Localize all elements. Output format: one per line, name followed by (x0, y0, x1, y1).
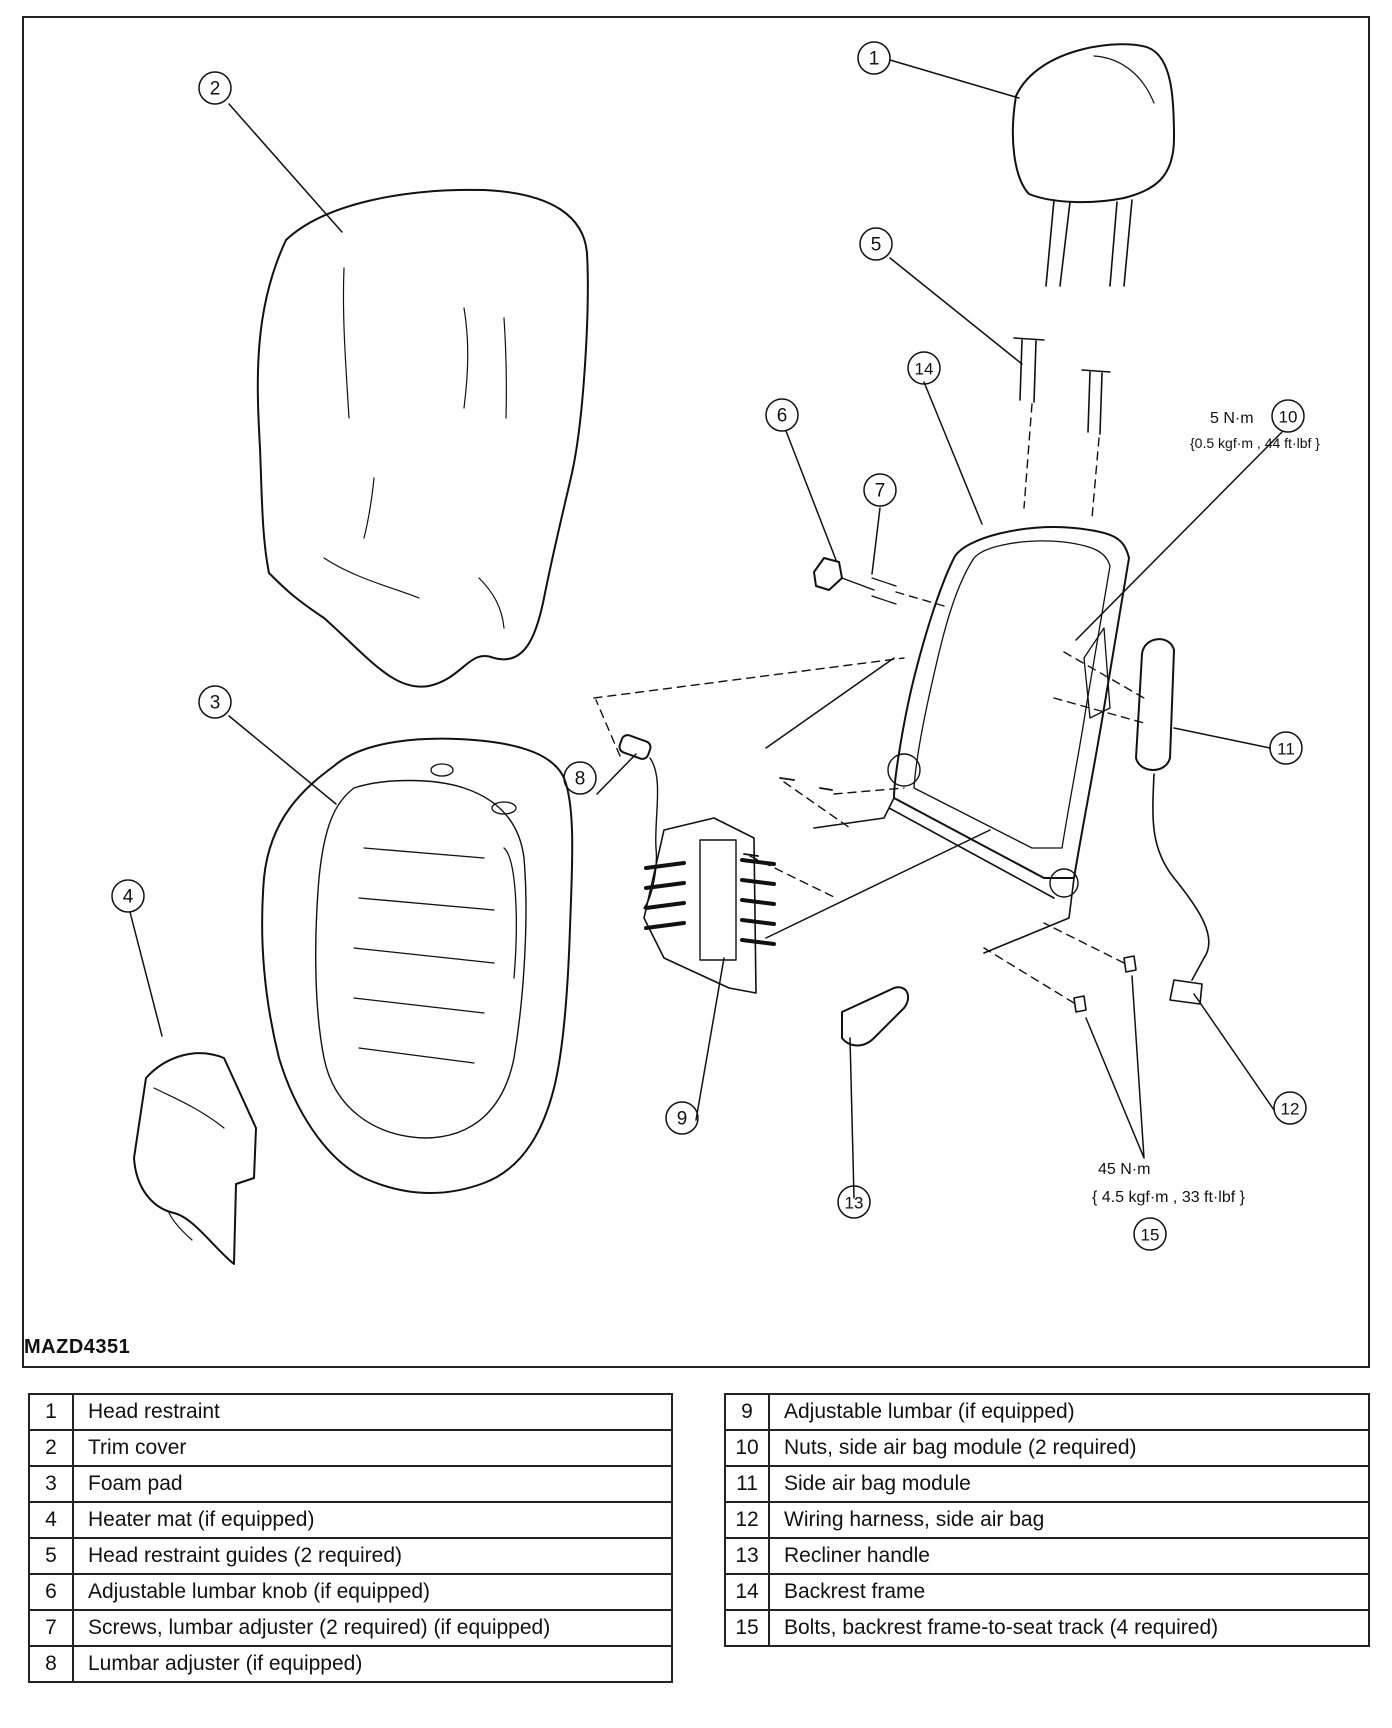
torque-15-line1: 45 N·m (1098, 1161, 1150, 1178)
callout-6: 6 (765, 398, 799, 432)
svg-text:12: 12 (1281, 1100, 1300, 1119)
legend-num: 6 (28, 1573, 74, 1611)
svg-text:3: 3 (210, 693, 221, 714)
callout-8: 8 (563, 761, 597, 795)
leader-lines (129, 59, 1283, 1199)
callout-2: 2 (198, 71, 232, 105)
svg-text:2: 2 (210, 79, 221, 100)
legend-num: 7 (28, 1609, 74, 1647)
legend-num: 5 (28, 1537, 74, 1575)
legend-num: 10 (724, 1429, 770, 1467)
legend-num: 14 (724, 1573, 770, 1611)
callout-4: 4 (111, 879, 145, 913)
svg-text:6: 6 (777, 406, 788, 427)
lumbar-adjuster-part (618, 734, 659, 909)
legend-desc: Trim cover (72, 1429, 673, 1467)
svg-text:11: 11 (1277, 740, 1295, 759)
legend-desc: Nuts, side air bag module (2 required) (768, 1429, 1370, 1467)
exploded-diagram-frame: 1 2 3 4 5 6 7 8 (22, 16, 1370, 1368)
callout-13: 13 (837, 1185, 871, 1219)
svg-text:13: 13 (845, 1194, 864, 1213)
bolts-part (743, 777, 1137, 1013)
backrest-frame-part (813, 526, 1130, 954)
svg-text:8: 8 (575, 769, 586, 790)
foam-pad-part (261, 737, 574, 1194)
legend-desc: Head restraint guides (2 required) (72, 1537, 673, 1575)
callout-1: 1 (857, 41, 891, 75)
legend-desc: Foam pad (72, 1465, 673, 1503)
assembly-lines (593, 403, 1145, 1004)
torque-10-line2: {0.5 kgf·m , 44 ft·lbf } (1190, 435, 1320, 451)
side-air-bag-module-part (1135, 638, 1210, 1005)
exploded-seat-back-diagram: 1 2 3 4 5 6 7 8 (111, 41, 1320, 1265)
head-restraint-part (1011, 43, 1175, 435)
svg-text:4: 4 (123, 887, 134, 908)
svg-text:5: 5 (871, 235, 882, 256)
legend-desc: Side air bag module (768, 1465, 1370, 1503)
figure-id: MAZD4351 (24, 1336, 131, 1358)
legend-num: 12 (724, 1501, 770, 1539)
callout-5: 5 (859, 227, 893, 261)
adjustable-lumbar-part (643, 817, 776, 994)
heater-mat-part (133, 1052, 257, 1265)
legend-num: 8 (28, 1645, 74, 1683)
callout-3: 3 (198, 685, 232, 719)
callout-10: 10 (1271, 399, 1305, 433)
svg-text:1: 1 (869, 49, 880, 70)
legend-desc: Bolts, backrest frame-to-seat track (4 r… (768, 1609, 1370, 1647)
legend-num: 13 (724, 1537, 770, 1575)
legend-desc: Head restraint (72, 1393, 673, 1431)
callout-14: 14 (907, 351, 941, 385)
legend-num: 11 (724, 1465, 770, 1503)
legend-desc: Wiring harness, side air bag (768, 1501, 1370, 1539)
legend-desc: Lumbar adjuster (if equipped) (72, 1645, 673, 1683)
svg-text:15: 15 (1141, 1226, 1160, 1245)
legend-num: 9 (724, 1393, 770, 1431)
legend-num: 1 (28, 1393, 74, 1431)
svg-text:10: 10 (1279, 408, 1298, 427)
recliner-handle-part (841, 986, 910, 1047)
legend-desc: Adjustable lumbar knob (if equipped) (72, 1573, 673, 1611)
trim-cover-part (256, 188, 589, 688)
legend-num: 15 (724, 1609, 770, 1647)
legend-num: 2 (28, 1429, 74, 1467)
legend-num: 3 (28, 1465, 74, 1503)
callout-15: 15 (1133, 1217, 1167, 1251)
callout-11: 11 (1269, 731, 1303, 765)
torque-15-line2: { 4.5 kgf·m , 33 ft·lbf } (1092, 1189, 1246, 1206)
legend-desc: Recliner handle (768, 1537, 1370, 1575)
callout-12: 12 (1273, 1091, 1307, 1125)
svg-text:14: 14 (915, 360, 934, 379)
legend-desc: Backrest frame (768, 1573, 1370, 1611)
callout-9: 9 (665, 1101, 699, 1135)
legend-desc: Heater mat (if equipped) (72, 1501, 673, 1539)
svg-text:7: 7 (875, 481, 886, 502)
svg-text:9: 9 (677, 1109, 688, 1130)
lumbar-knob-part (813, 557, 897, 605)
torque-10-line1: 5 N·m (1210, 410, 1254, 427)
legend-desc: Adjustable lumbar (if equipped) (768, 1393, 1370, 1431)
legend-desc: Screws, lumbar adjuster (2 required) (if… (72, 1609, 673, 1647)
callout-7: 7 (863, 473, 897, 507)
legend-num: 4 (28, 1501, 74, 1539)
